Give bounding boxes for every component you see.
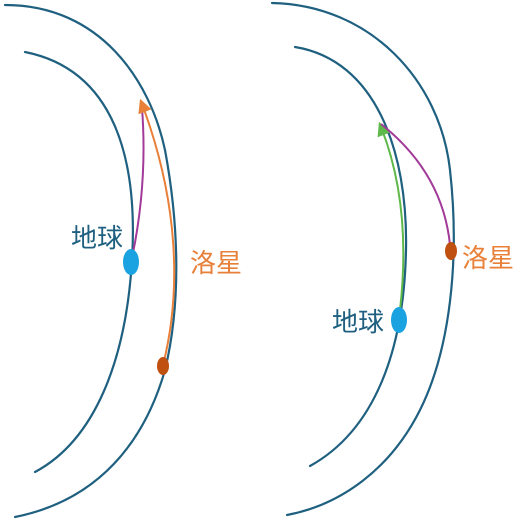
asteroid-path-left [138, 98, 176, 366]
left-panel: 地球 洛星 [3, 3, 242, 519]
earth-marker-left [123, 249, 139, 275]
asteroid-orbit-right [270, 1, 455, 517]
asteroid-orbit-left [3, 3, 178, 519]
asteroid-marker-left [157, 357, 169, 375]
asteroid-label-right: 洛星 [462, 244, 514, 274]
right-panel: 地球 洛星 [270, 1, 514, 517]
earth-orbit-left [23, 50, 134, 474]
transfer-path-right [380, 123, 451, 246]
asteroid-label-left: 洛星 [190, 249, 242, 279]
earth-label-right: 地球 [332, 308, 384, 338]
earth-marker-right [391, 307, 407, 333]
earth-path-right [377, 121, 405, 311]
asteroid-marker-right [445, 242, 457, 260]
transfer-path-left [131, 107, 145, 259]
earth-label-left: 地球 [71, 224, 123, 254]
earth-orbit-right [293, 45, 408, 468]
